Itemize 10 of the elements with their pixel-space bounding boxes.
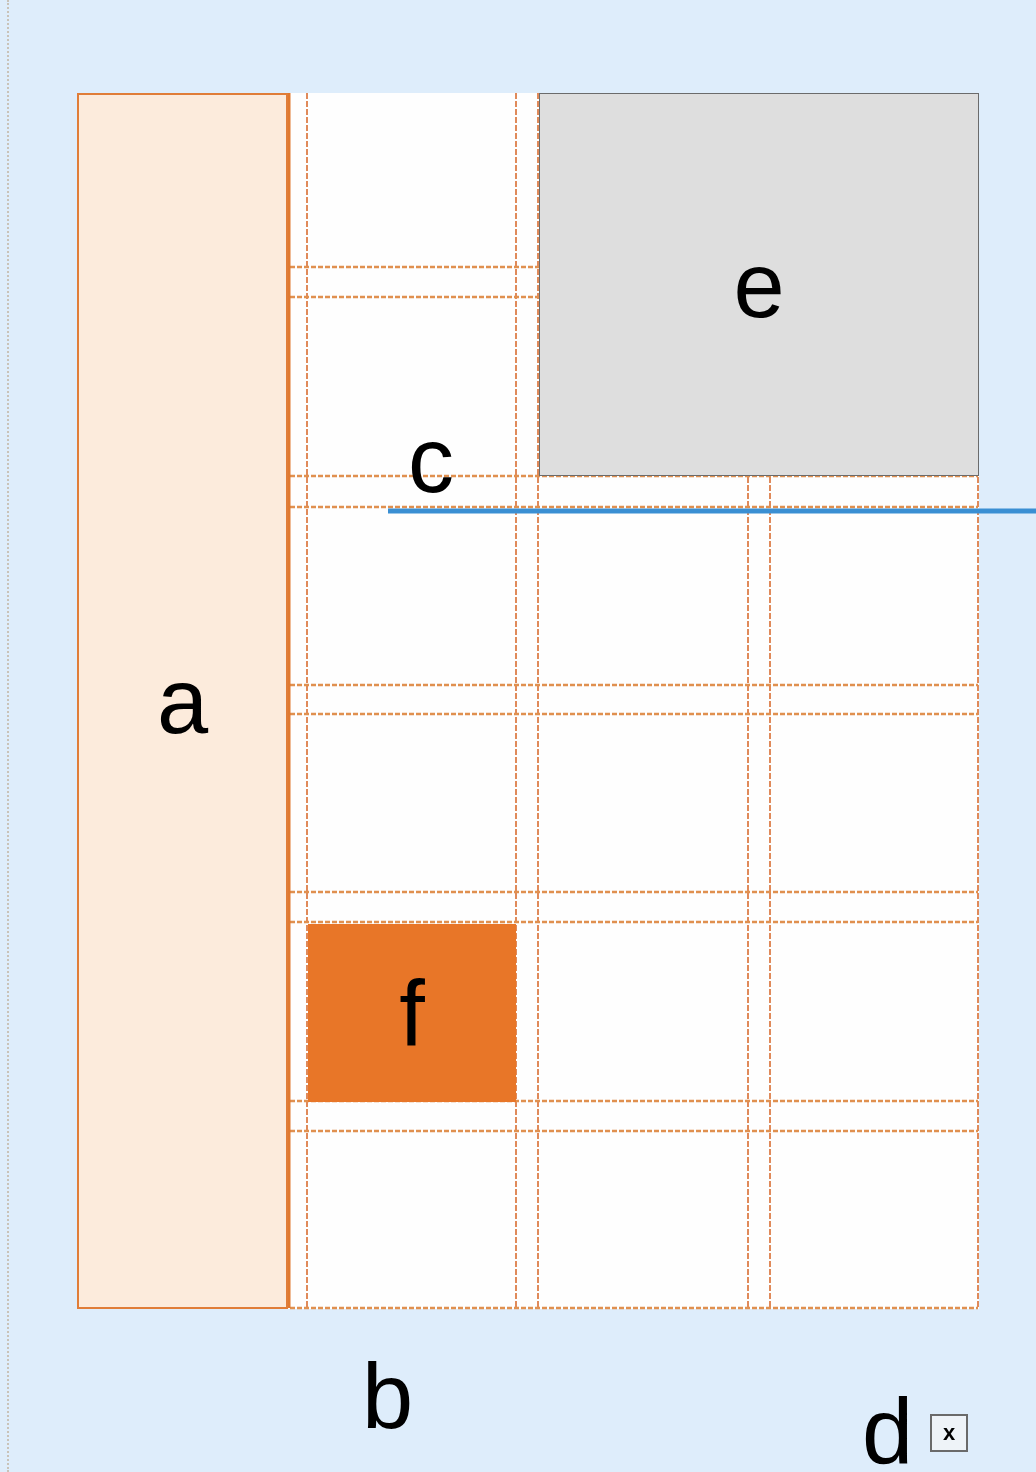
letter-label: d [862, 1385, 914, 1472]
letter-label: b [362, 1350, 414, 1442]
node-label: a [156, 655, 209, 747]
node-label: f [399, 967, 425, 1059]
header-box [539, 93, 979, 476]
close-box [930, 1414, 968, 1452]
sidebar-box [77, 93, 288, 1309]
node-label: x [942, 1422, 956, 1444]
highlighted-cell-box [308, 924, 516, 1102]
node-label: e [733, 238, 785, 331]
